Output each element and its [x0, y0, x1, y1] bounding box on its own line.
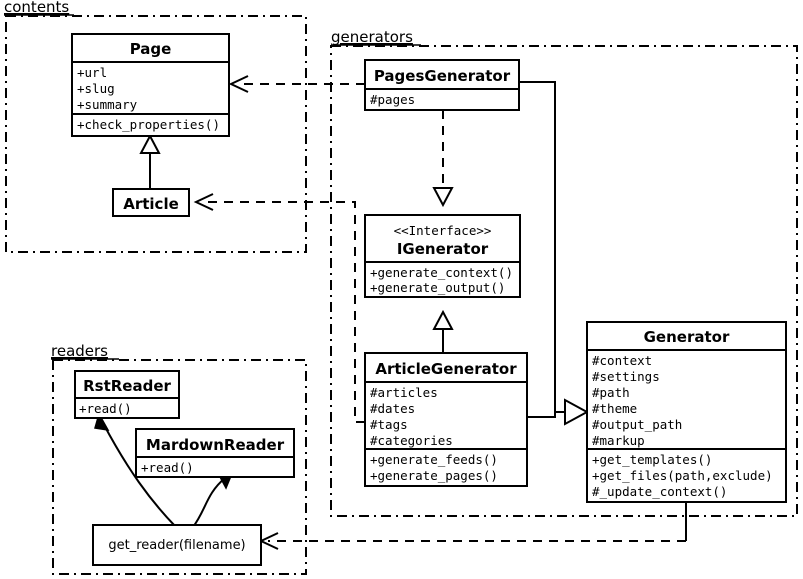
class-igenerator-method: +generate_output() — [370, 280, 505, 295]
class-generator-title: Generator — [644, 328, 730, 346]
function-get-reader-label: get_reader(filename) — [108, 538, 245, 553]
class-box-article[interactable]: Article — [112, 188, 190, 217]
generalization-elbow-line — [527, 411, 565, 418]
class-articlegenerator-method: +generate_feeds() — [370, 452, 498, 467]
relation-articlegenerator-inherits-generator — [527, 398, 590, 426]
class-articlegenerator-title: ArticleGenerator — [375, 360, 517, 378]
class-box-mardownreader[interactable]: MardownReader +read() — [135, 428, 295, 478]
hollow-triangle-arrowhead — [432, 187, 454, 208]
class-generator-method: +get_files(path,exclude) — [592, 468, 773, 483]
class-mardownreader-outline — [135, 428, 295, 478]
class-generator-outline — [586, 321, 787, 503]
class-page-method: +check_properties() — [77, 117, 220, 132]
class-page-attribute: +summary — [77, 97, 138, 112]
package-generators-label: generators — [331, 28, 413, 46]
class-box-page[interactable]: Page +url +slug +summary +check_properti… — [71, 33, 230, 137]
package-generators-frame — [330, 45, 798, 517]
curved-return-line — [102, 422, 176, 527]
class-article-title: Article — [123, 195, 179, 213]
class-igenerator-stereotype: <<Interface>> — [394, 223, 492, 238]
package-contents: contents — [4, 0, 307, 253]
class-articlegenerator-attribute: #categories — [370, 433, 453, 448]
package-readers: readers — [51, 342, 307, 575]
class-generator-attribute: #path — [592, 385, 630, 400]
class-articlegenerator-attribute: #articles — [370, 385, 438, 400]
relation-generator-uses-get-reader — [258, 502, 687, 550]
class-articlegenerator-attribute: #tags — [370, 417, 408, 432]
class-generator-attribute: #markup — [592, 433, 645, 448]
class-page-outline — [71, 33, 230, 137]
class-pagesgenerator-outline — [364, 59, 520, 111]
open-arrowhead — [228, 75, 249, 93]
class-box-articlegenerator[interactable]: ArticleGenerator #articles #dates #tags … — [364, 352, 528, 487]
function-box-get-reader[interactable]: get_reader(filename) — [92, 524, 262, 566]
relation-get-reader-returns-mardownreader — [192, 469, 235, 528]
relation-articlegenerator-uses-article — [193, 193, 365, 423]
package-contents-label: contents — [4, 0, 69, 16]
hollow-triangle-arrowhead — [564, 398, 590, 426]
hollow-triangle-arrowhead — [432, 309, 454, 330]
class-rstreader-method: +read() — [79, 401, 132, 416]
curved-return-line — [192, 477, 226, 528]
class-page-attribute: +slug — [77, 81, 115, 96]
class-article-outline — [112, 188, 190, 217]
class-articlegenerator-outline — [364, 352, 528, 487]
class-box-generator[interactable]: Generator #context #settings #path #them… — [586, 321, 787, 503]
relation-articlegenerator-inherits-igenerator — [432, 309, 454, 353]
class-rstreader-title: RstReader — [83, 377, 171, 395]
class-igenerator-title: IGenerator — [397, 240, 489, 258]
class-generator-method: #_update_context() — [592, 484, 727, 499]
class-box-pagesgenerator[interactable]: PagesGenerator #pages — [364, 59, 520, 111]
dependency-elbow-line — [203, 201, 365, 423]
hollow-triangle-arrowhead — [139, 133, 161, 154]
class-box-rstreader[interactable]: RstReader +read() — [74, 370, 180, 419]
class-igenerator-outline — [364, 214, 521, 298]
class-pagesgenerator-title: PagesGenerator — [374, 67, 511, 85]
class-rstreader-outline — [74, 370, 180, 419]
package-readers-frame — [52, 359, 307, 575]
class-generator-attribute: #settings — [592, 369, 660, 384]
package-readers-label: readers — [51, 342, 108, 360]
class-page-attribute: +url — [77, 65, 107, 80]
class-generator-attribute: #theme — [592, 401, 637, 416]
open-arrowhead — [193, 193, 214, 211]
class-igenerator-method: +generate_context() — [370, 265, 513, 280]
class-mardownreader-title: MardownReader — [146, 436, 285, 454]
package-generators: generators — [330, 28, 798, 517]
class-pagesgenerator-attribute: #pages — [370, 92, 415, 107]
class-articlegenerator-method: +generate_pages() — [370, 468, 498, 483]
class-generator-attribute: #context — [592, 353, 652, 368]
package-contents-frame — [5, 15, 307, 253]
class-page-title: Page — [130, 40, 172, 58]
function-get-reader-outline — [92, 524, 262, 566]
class-articlegenerator-attribute: #dates — [370, 401, 415, 416]
relation-article-inherits-page — [139, 133, 161, 189]
relation-pagesgenerator-uses-page — [228, 75, 365, 93]
class-mardownreader-method: +read() — [141, 460, 194, 475]
class-generator-attribute: #output_path — [592, 417, 682, 432]
relation-pagesgenerator-realizes-igenerator — [432, 110, 454, 208]
class-box-igenerator[interactable]: <<Interface>> IGenerator +generate_conte… — [364, 214, 521, 298]
class-generator-method: +get_templates() — [592, 452, 712, 467]
